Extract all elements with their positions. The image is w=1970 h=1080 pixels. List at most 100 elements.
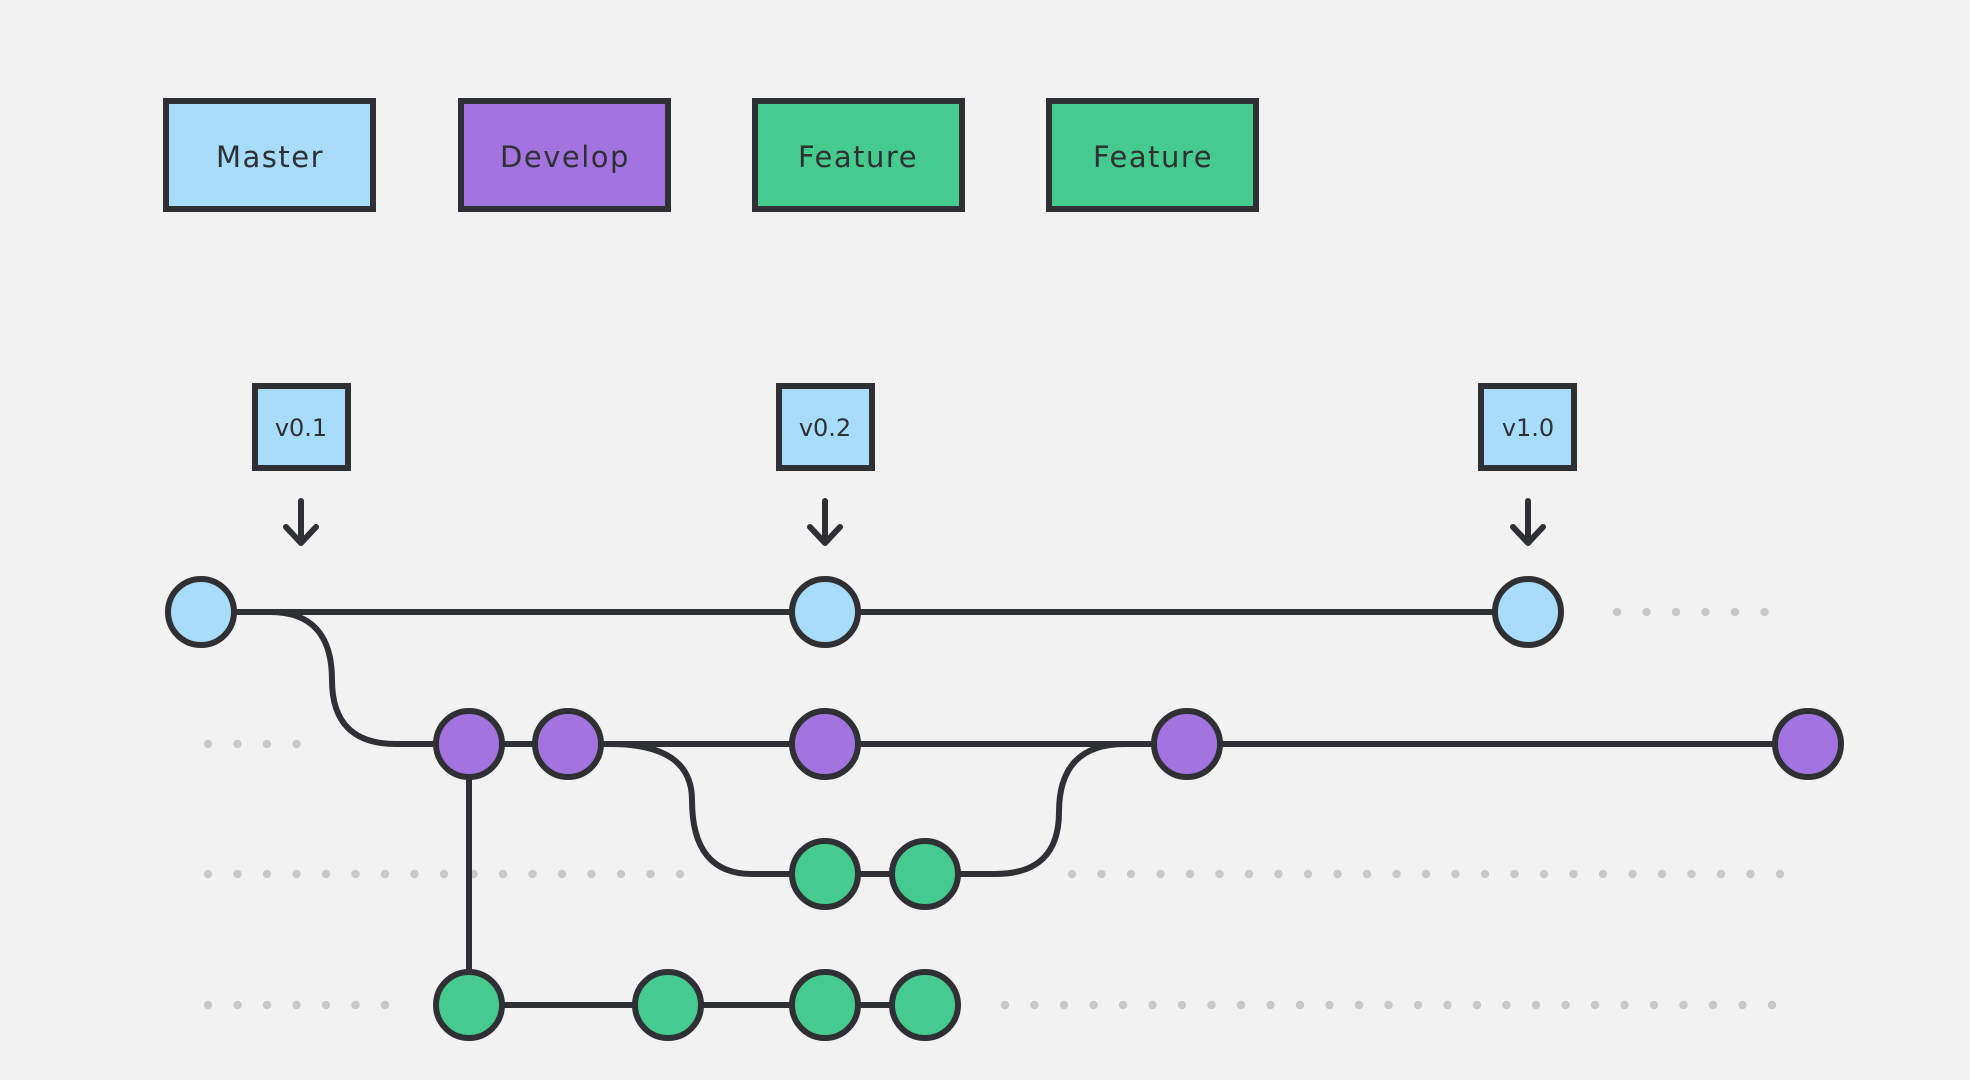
continuation-dot bbox=[1295, 1000, 1305, 1010]
commits bbox=[165, 576, 1844, 1041]
continuation-dot bbox=[1472, 1000, 1482, 1010]
legend: Master Develop Feature Feature bbox=[163, 98, 1259, 212]
continuation-dot bbox=[203, 869, 213, 879]
continuation-dot bbox=[1333, 869, 1342, 879]
continuation-dot bbox=[262, 1000, 272, 1010]
continuation-dot bbox=[587, 869, 596, 879]
tag-v0-2-arrow-icon bbox=[807, 498, 843, 546]
legend-master: Master bbox=[163, 98, 376, 212]
commit-master-1 bbox=[165, 576, 237, 648]
continuation-dot bbox=[1612, 607, 1622, 617]
continuation-dot bbox=[1236, 1000, 1246, 1010]
branch-edges bbox=[198, 609, 1811, 1008]
continuation-dot bbox=[351, 1000, 360, 1010]
continuation-dot bbox=[1649, 1000, 1659, 1010]
version-tags: v0.1 v0.2 v1.0 bbox=[252, 383, 1577, 546]
continuation-dot bbox=[233, 869, 242, 879]
continuation-dot bbox=[1620, 1000, 1629, 1010]
continuation-dots bbox=[203, 607, 1785, 1010]
feature-1-merge-to-develop bbox=[922, 741, 1190, 877]
tag-v1-0-box bbox=[1478, 383, 1577, 471]
legend-master-swatch bbox=[163, 98, 376, 212]
continuation-dot bbox=[1362, 869, 1372, 879]
continuation-dot bbox=[1177, 1000, 1187, 1010]
continuation-dot bbox=[1156, 869, 1165, 879]
commit-develop-5 bbox=[1772, 708, 1844, 780]
commit-develop-3 bbox=[789, 708, 861, 780]
continuation-dot bbox=[1303, 869, 1313, 879]
continuation-dot bbox=[1118, 1000, 1128, 1010]
develop-to-feature-1-branch bbox=[565, 741, 828, 877]
continuation-dot bbox=[1642, 607, 1651, 617]
legend-master-label: Master bbox=[216, 140, 324, 174]
tag-v0-2: v0.2 bbox=[776, 383, 875, 471]
continuation-dot bbox=[1451, 869, 1460, 879]
legend-develop-label: Develop bbox=[500, 140, 630, 174]
continuation-dot bbox=[351, 869, 360, 879]
tag-v0-2-box bbox=[776, 383, 875, 471]
commit-develop-1 bbox=[433, 708, 505, 780]
continuation-dot bbox=[439, 869, 449, 879]
continuation-dot bbox=[1384, 1000, 1393, 1010]
continuation-dot bbox=[1539, 869, 1549, 879]
commit-develop-4 bbox=[1151, 708, 1223, 780]
continuation-dot bbox=[1097, 869, 1106, 879]
tag-v1-0: v1.0 bbox=[1478, 383, 1577, 471]
continuation-dot bbox=[1730, 607, 1740, 617]
tag-v0-1-arrow-icon bbox=[283, 498, 319, 546]
continuation-dot bbox=[1413, 1000, 1423, 1010]
continuation-dot bbox=[410, 869, 419, 879]
tag-v0-2-label: v0.2 bbox=[799, 414, 851, 442]
continuation-dot bbox=[1502, 1000, 1511, 1010]
tag-v1-0-label: v1.0 bbox=[1502, 414, 1554, 442]
continuation-dot bbox=[1590, 1000, 1600, 1010]
continuation-dot bbox=[1687, 869, 1696, 879]
continuation-dot bbox=[1679, 1000, 1688, 1010]
continuation-dot bbox=[1746, 869, 1755, 879]
continuation-dot bbox=[380, 869, 390, 879]
tag-v0-1: v0.1 bbox=[252, 383, 351, 471]
continuation-dot bbox=[1671, 607, 1681, 617]
continuation-dot bbox=[1067, 869, 1077, 879]
continuation-dot bbox=[557, 869, 567, 879]
continuation-dot bbox=[646, 869, 655, 879]
legend-feature-1-label: Feature bbox=[798, 140, 918, 174]
continuation-dot bbox=[1760, 607, 1769, 617]
continuation-dot bbox=[1059, 1000, 1069, 1010]
continuation-dot bbox=[292, 869, 301, 879]
continuation-dot bbox=[1392, 869, 1401, 879]
continuation-dot bbox=[292, 739, 301, 749]
continuation-dot bbox=[1000, 1000, 1010, 1010]
legend-feature-2-swatch bbox=[1046, 98, 1259, 212]
continuation-dot bbox=[1126, 869, 1136, 879]
legend-feature-1: Feature bbox=[752, 98, 965, 212]
continuation-dot bbox=[616, 869, 626, 879]
continuation-dot bbox=[1708, 1000, 1718, 1010]
continuation-dot bbox=[1244, 869, 1254, 879]
continuation-dot bbox=[1185, 869, 1195, 879]
continuation-dot bbox=[1148, 1000, 1157, 1010]
commit-master-3 bbox=[1492, 576, 1564, 648]
continuation-dot bbox=[203, 1000, 213, 1010]
commit-develop-2 bbox=[532, 708, 604, 780]
legend-feature-1-swatch bbox=[752, 98, 965, 212]
continuation-dot bbox=[1274, 869, 1283, 879]
continuation-dot bbox=[1569, 869, 1578, 879]
continuation-dot bbox=[1215, 869, 1224, 879]
continuation-dot bbox=[1510, 869, 1519, 879]
continuation-dot bbox=[321, 869, 331, 879]
tag-v0-1-label: v0.1 bbox=[275, 414, 327, 442]
continuation-dot bbox=[1657, 869, 1667, 879]
continuation-dot bbox=[675, 869, 685, 879]
continuation-dot bbox=[1701, 607, 1710, 617]
continuation-dot bbox=[1716, 869, 1726, 879]
continuation-dot bbox=[321, 1000, 331, 1010]
commit-feature-2d bbox=[889, 969, 961, 1041]
legend-feature-2: Feature bbox=[1046, 98, 1259, 212]
continuation-dot bbox=[203, 739, 213, 749]
legend-develop: Develop bbox=[458, 98, 671, 212]
tag-v1-0-arrow-icon bbox=[1510, 498, 1546, 546]
continuation-dot bbox=[262, 869, 272, 879]
commit-feature-2b bbox=[632, 969, 704, 1041]
